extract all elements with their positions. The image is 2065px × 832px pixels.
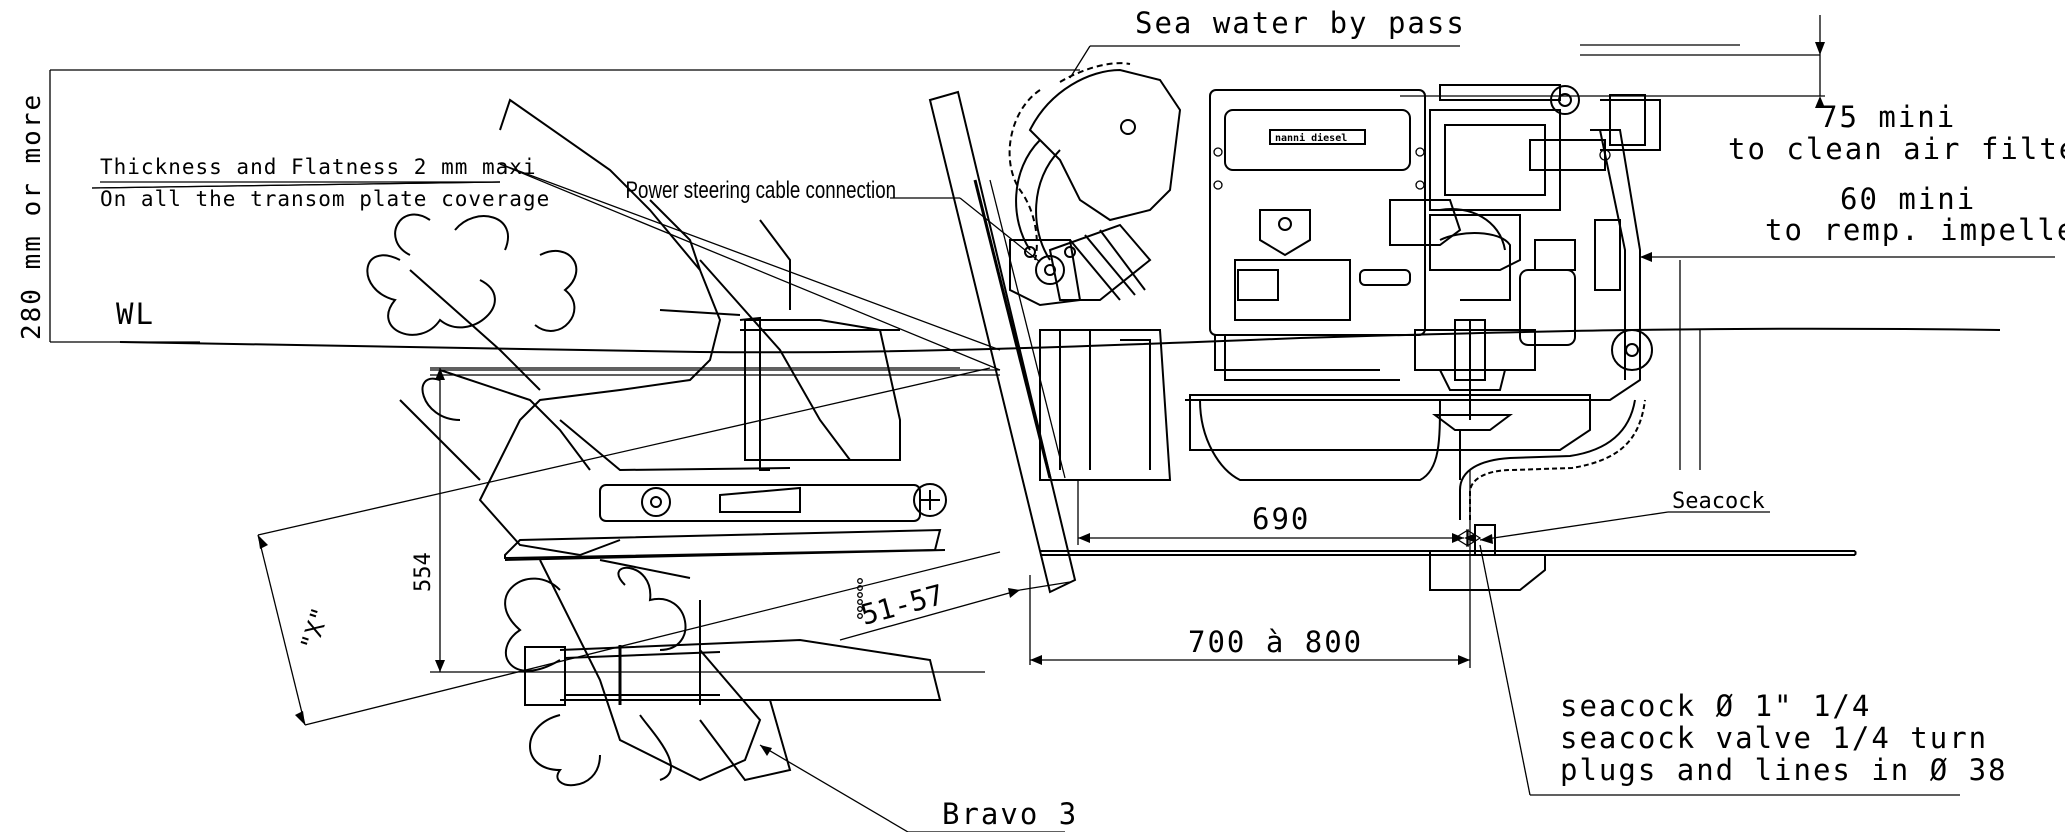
marine-engine: nanni diesel — [1008, 62, 1661, 591]
clearance-impeller-value: 60 mini — [1840, 182, 1976, 216]
engine-brand-logo: nanni diesel — [1275, 132, 1347, 144]
reference-lines — [49, 15, 2055, 556]
power-steering-label: Power steering cable connection — [626, 177, 896, 204]
seacock-spec-line-2: seacock valve 1/4 turn — [1560, 721, 1988, 755]
dim-x-label: "X" — [295, 604, 335, 654]
transom-note: On all the transom plate coverage — [100, 187, 550, 211]
dim-700-800-label: 700 à 800 — [1188, 625, 1363, 659]
clearance-impeller-text: to remp. impeller — [1765, 213, 2065, 247]
seacock-label: Seacock — [1672, 489, 1765, 514]
waterline-label: WL — [116, 297, 155, 331]
dim-51-57-label: 51-57 — [857, 578, 947, 632]
transom-plate — [430, 90, 1077, 594]
stern-drive-bravo-3 — [366, 98, 947, 787]
dim-690-label: 690 — [1252, 502, 1310, 536]
seacock-spec-line-1: seacock Ø 1" 1/4 — [1560, 689, 1871, 723]
thickness-note: Thickness and Flatness 2 mm maxi — [100, 155, 537, 179]
water-drain-dots — [857, 578, 863, 619]
seacock-spec-line-3: plugs and lines in Ø 38 — [1560, 753, 2008, 787]
seacock-valve — [1453, 528, 1482, 548]
clearance-air-filter-text: to clean air filter — [1728, 132, 2065, 166]
sea-water-bypass-label: Sea water by pass — [1135, 6, 1466, 40]
dim-554-label: 554 — [411, 552, 436, 592]
height-note: 280 mm or more — [17, 93, 47, 340]
clearance-air-filter-value: 75 mini — [1820, 100, 1956, 134]
drive-model-label: Bravo 3 — [942, 797, 1078, 831]
dimension-lines — [257, 367, 1960, 832]
